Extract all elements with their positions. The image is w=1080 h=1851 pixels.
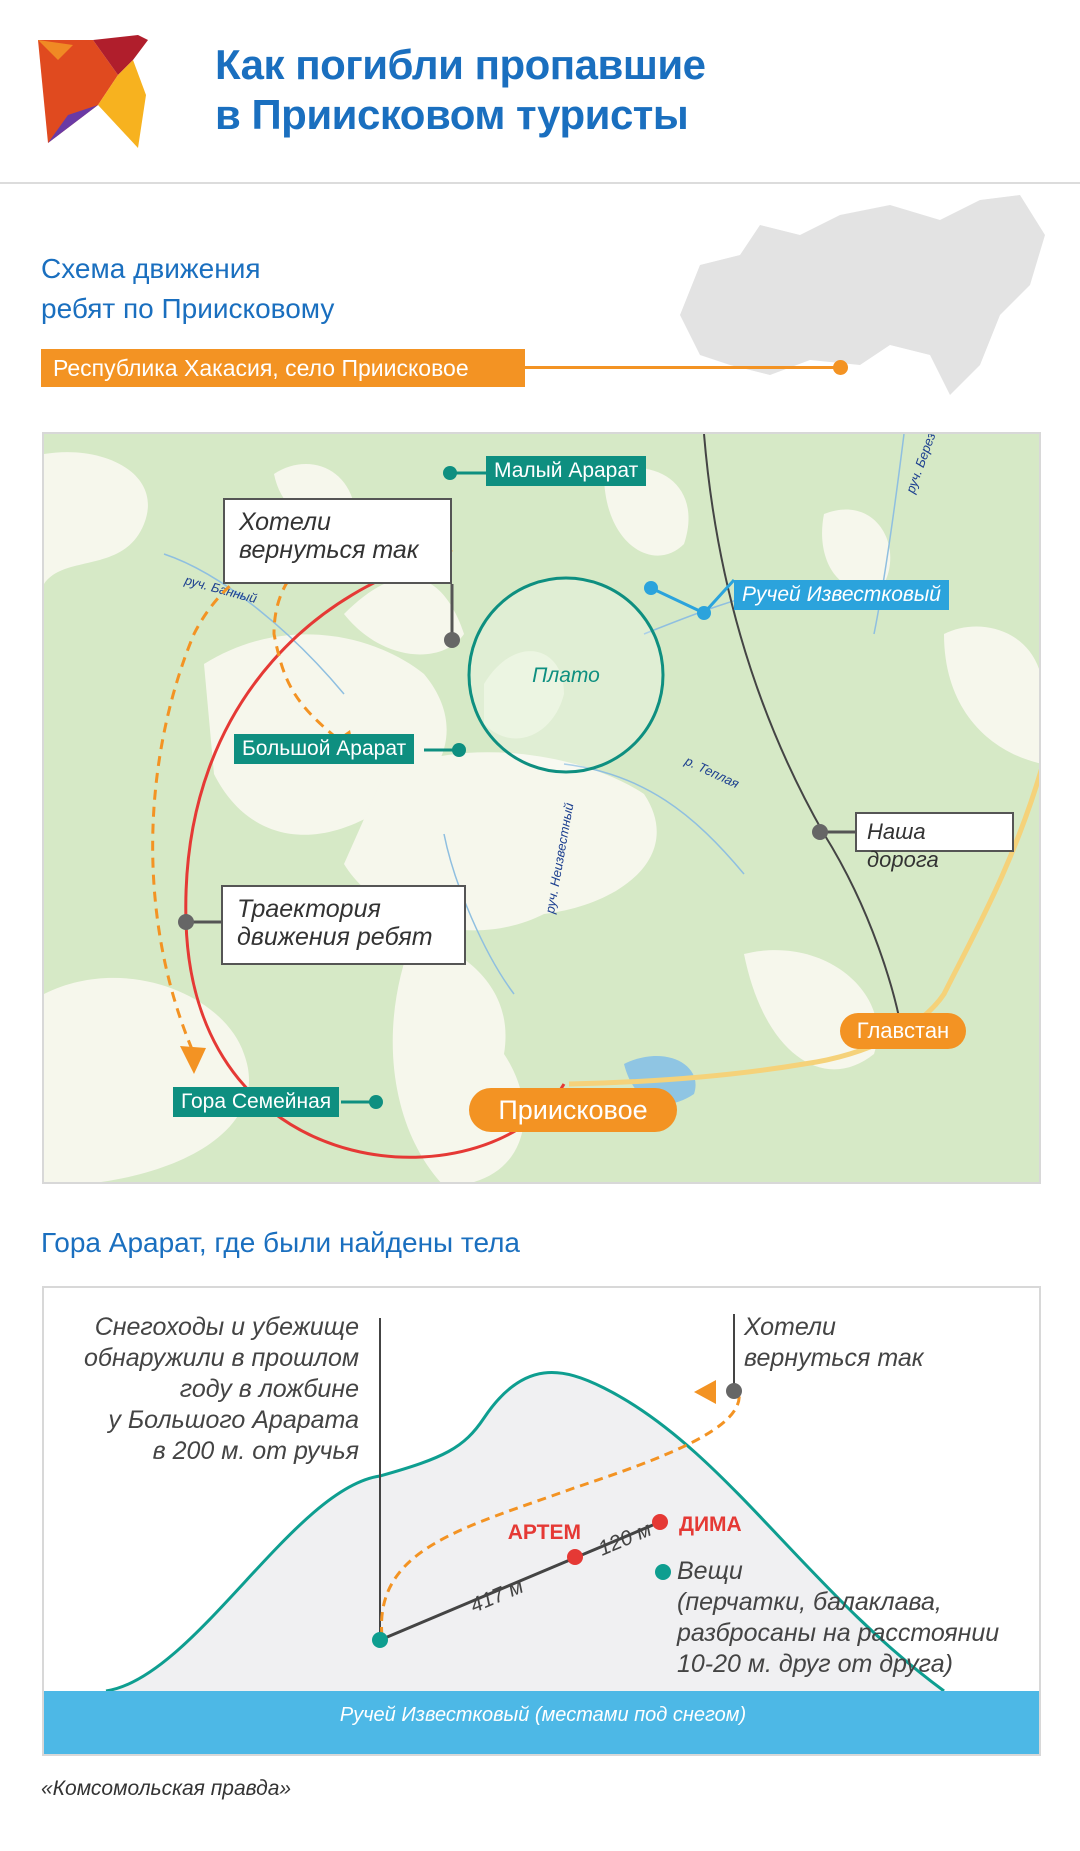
trajectory-path: [184, 562, 566, 1159]
section-title-scheme: Схема движения ребят по Приисковому: [41, 249, 334, 329]
things-note: Вещи (перчатки, балаклава, разбросаны на…: [677, 1556, 999, 1680]
box-wanted-return: Хотели вернуться так: [223, 498, 452, 584]
stream-label: Ручей Известковый (местами под снегом): [340, 1704, 746, 1726]
label-ruchey: Ручей Известковый: [734, 580, 949, 610]
section-title-line: ребят по Приисковому: [41, 293, 335, 324]
mountain-svg: 417 м 120 м АРТЕМ ДИМА Ручей Известковый…: [44, 1314, 1039, 1754]
artem-dot: [567, 1549, 583, 1565]
left-note: Снегоходы и убежище обнаружили в прошлом…: [84, 1312, 359, 1467]
note-line: Снегоходы и убежище: [94, 1313, 359, 1341]
note-line: обнаружили в прошлом: [84, 1344, 359, 1372]
divider: [0, 182, 1080, 184]
label-glavstan: Главстан: [840, 1013, 966, 1049]
note-line: у Большого Арарата: [108, 1406, 359, 1434]
right-note-dot: [726, 1383, 742, 1399]
wanted-path-dashed: [380, 1392, 741, 1637]
location-dot: [833, 360, 848, 375]
river-label: руч. Березо: [902, 434, 941, 496]
snowmobile-dot: [372, 1632, 388, 1648]
label-gora-semeynaya: Гора Семейная: [173, 1087, 340, 1117]
note-line: Хотели: [744, 1313, 836, 1341]
box-our-road: Наша дорога: [855, 812, 1014, 872]
dima-dot: [652, 1514, 668, 1530]
location-label: Республика Хакасия, село Приисковое: [41, 349, 525, 387]
artem-label: АРТЕМ: [508, 1521, 581, 1544]
location-connector: [525, 366, 840, 369]
label-bolshoy-ararat: Большой Арарат: [234, 734, 415, 764]
plato-circle: [467, 576, 665, 774]
label-priiskovoe: Приисковое: [469, 1088, 677, 1132]
things-dot: [655, 1564, 671, 1580]
distance-line: [379, 1520, 661, 1642]
note-line: 10-20 м. друг от друга): [677, 1650, 953, 1678]
note-line: вернуться так: [744, 1344, 924, 1372]
wanted-arrow: [694, 1380, 716, 1404]
section-title-line: Схема движения: [41, 253, 261, 284]
title-line: Как погибли пропавшие: [215, 41, 706, 88]
mountain-diagram: 417 м 120 м АРТЕМ ДИМА Ручей Известковый…: [42, 1286, 1041, 1756]
note-line: разбросаны на расстоянии: [677, 1619, 1000, 1647]
note-line: в 200 м. от ручья: [152, 1437, 359, 1465]
river-label: р. Теплая: [682, 753, 742, 791]
page-title: Как погибли пропавшие в Приисковом турис…: [215, 40, 706, 140]
note-line: Вещи: [677, 1557, 743, 1585]
wanted-path-dashed: [151, 532, 453, 1055]
mountain-fill: [106, 1372, 944, 1691]
dima-label: ДИМА: [679, 1513, 742, 1536]
our-road-line: [703, 434, 900, 1018]
box-trajectory: Траектория движения ребят: [221, 885, 466, 965]
map-terrain: руч. Банный р. Теплая руч. Неизвестный р…: [44, 434, 1039, 1182]
stream-band: [44, 1691, 1039, 1754]
note-line: году в ложбине: [179, 1375, 359, 1403]
source-credit: «Комсомольская правда»: [41, 1777, 292, 1800]
title-line: в Приисковом туристы: [215, 91, 689, 138]
logo-bird-icon: [38, 35, 148, 148]
section-title-ararat: Гора Арарат, где были найдены тела: [41, 1227, 520, 1258]
right-note: Хотели вернуться так: [744, 1312, 924, 1374]
mountain-outline: [105, 1371, 945, 1693]
plato-label: Плато: [532, 664, 600, 687]
label-maly-ararat: Малый Арарат: [486, 456, 647, 486]
map: руч. Банный р. Теплая руч. Неизвестный р…: [42, 432, 1041, 1184]
russia-map-icon: [680, 195, 1045, 395]
note-line: (перчатки, балаклава,: [677, 1588, 942, 1616]
